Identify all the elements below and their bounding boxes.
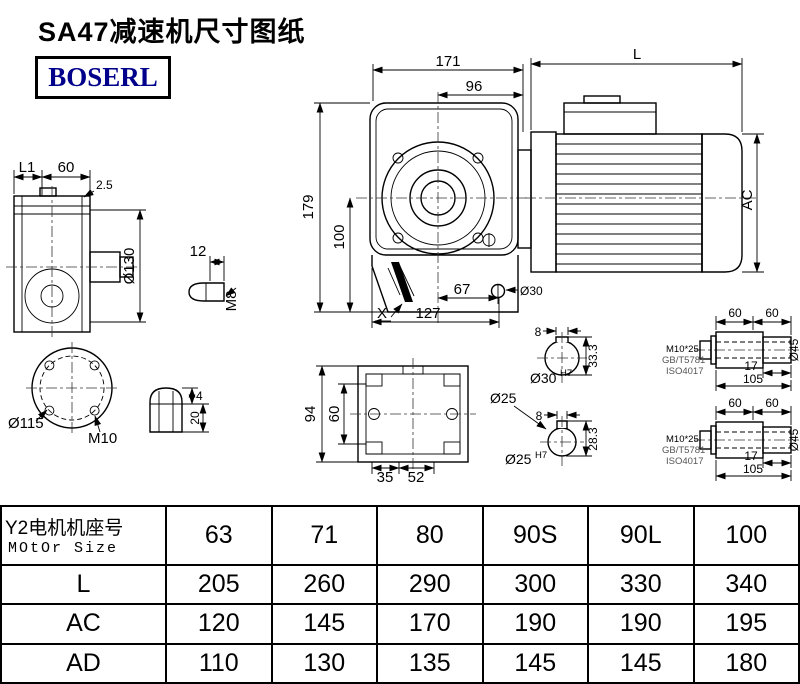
value-L-71: 260 (270, 563, 378, 606)
motor-size-100: 100 (692, 505, 800, 566)
motor-size-90l: 90L (587, 505, 695, 566)
value-L-90l: 330 (587, 563, 695, 606)
value-L-80: 290 (376, 563, 484, 606)
value-AC-90l: 190 (587, 603, 695, 645)
dim-96: 96 (466, 78, 483, 95)
side-view: L1 60 2.5 Ø130 (6, 159, 146, 338)
dim-127: 127 (415, 305, 440, 322)
flange-view: Ø115 M10 (8, 342, 118, 447)
dim-67: 67 (454, 281, 471, 298)
dim-60-side: 60 (58, 159, 75, 176)
value-AD-80: 135 (376, 642, 484, 684)
dim-60-shaft2a: 60 (728, 396, 742, 410)
key-detail: 12 M8 (188, 243, 240, 312)
std-gb-shaft2: GB/T5781 (662, 445, 705, 456)
motor-size-label-cn: Y2电机机座号 (5, 518, 124, 540)
motor-size-header-cell: Y2电机机座号 MOtOr Size (0, 505, 167, 566)
dim-8-keyway25: 8 (536, 409, 543, 423)
dim-20: 20 (188, 411, 202, 425)
row-label-L: L (0, 563, 167, 606)
value-AD-90l: 145 (587, 642, 695, 684)
std-iso-shaft2: ISO4017 (666, 456, 704, 467)
motor-size-63: 63 (165, 505, 273, 566)
motor-size-label-en: MOtOr Size (8, 540, 119, 558)
bolt-spec-shaft1: M10*25 (666, 344, 699, 355)
page-title: SA47减速机尺寸图纸 (38, 17, 306, 47)
plug-detail: 4 20 (149, 387, 209, 433)
table-row-AC: AC 120 145 170 190 190 195 (0, 603, 800, 645)
dim-L: L (633, 46, 641, 63)
bore25-note: Ø25 (490, 390, 517, 406)
dim-33-3: 33.3 (586, 344, 600, 368)
shaft-detail-1: 60 60 17 105 Ø45 M10*25 GB/T5781 ISO4017 (662, 306, 800, 391)
bore25-tolerance: H7 (535, 450, 547, 461)
technical-drawing: L1 60 2.5 Ø130 12 M8 Ø115 M10 (6, 46, 800, 486)
front-view: 171 96 L 179 100 AC 67 127 Ø30 X (300, 46, 764, 328)
dim-94: 94 (302, 406, 319, 423)
value-L-100: 340 (692, 563, 800, 606)
dim-o130: Ø130 (121, 248, 138, 285)
foot-view: 94 60 35 52 (302, 358, 476, 486)
dim-17-shaft2: 17 (744, 449, 758, 463)
dim-105-shaft1: 105 (743, 372, 763, 386)
dim-171: 171 (435, 53, 460, 70)
motor-size-71: 71 (270, 505, 378, 566)
dim-4: 4 (196, 389, 203, 403)
dim-60-foot: 60 (326, 406, 343, 423)
dim-8-keyway30: 8 (535, 325, 542, 339)
dim-17-shaft1: 17 (744, 359, 758, 373)
dim-105-shaft2: 105 (743, 462, 763, 476)
bore25-label: Ø25 (505, 451, 532, 467)
table-row-L: L 205 260 290 300 330 340 (0, 563, 800, 606)
dim-52: 52 (408, 469, 425, 486)
bore-detail-30: 8 33.3 Ø30 H7 (530, 325, 600, 386)
row-label-AC: AC (0, 603, 167, 645)
dim-AC: AC (739, 189, 756, 210)
dim-o30: Ø30 (520, 284, 543, 298)
dim-o115: Ø115 (8, 415, 44, 432)
dim-179: 179 (300, 194, 317, 219)
value-AD-100: 180 (692, 642, 800, 684)
dim-L1: L1 (19, 159, 36, 176)
dim-o45-shaft1: Ø45 (787, 338, 800, 361)
dim-60-shaft1a: 60 (728, 306, 742, 320)
dim-100: 100 (331, 224, 348, 249)
dim-m10: M10 (88, 430, 117, 447)
bore-detail-25: 8 28.3 Ø25 Ø25 H7 (490, 390, 600, 467)
dim-x: X (377, 305, 387, 322)
value-L-90s: 300 (481, 563, 589, 606)
size-table: Y2电机机座号 MOtOr Size 63 71 80 90S 90L 100 … (0, 505, 800, 684)
value-AD-63: 110 (165, 642, 273, 684)
shaft-detail-2: 60 60 17 105 Ø45 M10*25 GB/T5781 ISO4017 (662, 396, 800, 481)
dim-60-shaft2b: 60 (765, 396, 779, 410)
motor-size-80: 80 (376, 505, 484, 566)
value-AC-100: 195 (692, 603, 800, 645)
std-iso-shaft1: ISO4017 (666, 366, 704, 377)
bore30-tolerance: H7 (560, 368, 572, 379)
value-AC-63: 120 (165, 603, 273, 645)
table-row-AD: AD 110 130 135 145 145 180 (0, 642, 800, 684)
row-label-AD: AD (0, 642, 167, 684)
value-AC-90s: 190 (481, 603, 589, 645)
dim-m8: M8 (223, 291, 240, 312)
bolt-spec-shaft2: M10*25 (666, 434, 699, 445)
dim-12: 12 (190, 243, 207, 260)
bore30-label: Ø30 (530, 370, 557, 386)
value-AC-71: 145 (270, 603, 378, 645)
value-AC-80: 170 (376, 603, 484, 645)
dim-35: 35 (377, 469, 394, 486)
value-L-63: 205 (165, 563, 273, 606)
dim-o45-shaft2: Ø45 (787, 428, 800, 451)
dim-28-3: 28.3 (586, 427, 600, 451)
value-AD-90s: 145 (481, 642, 589, 684)
brand-logo: BOSERL (35, 56, 171, 99)
std-gb-shaft1: GB/T5781 (662, 355, 705, 366)
motor-size-90s: 90S (481, 505, 589, 566)
dim-60-shaft1b: 60 (765, 306, 779, 320)
value-AD-71: 130 (270, 642, 378, 684)
dim-2-5: 2.5 (96, 178, 113, 192)
